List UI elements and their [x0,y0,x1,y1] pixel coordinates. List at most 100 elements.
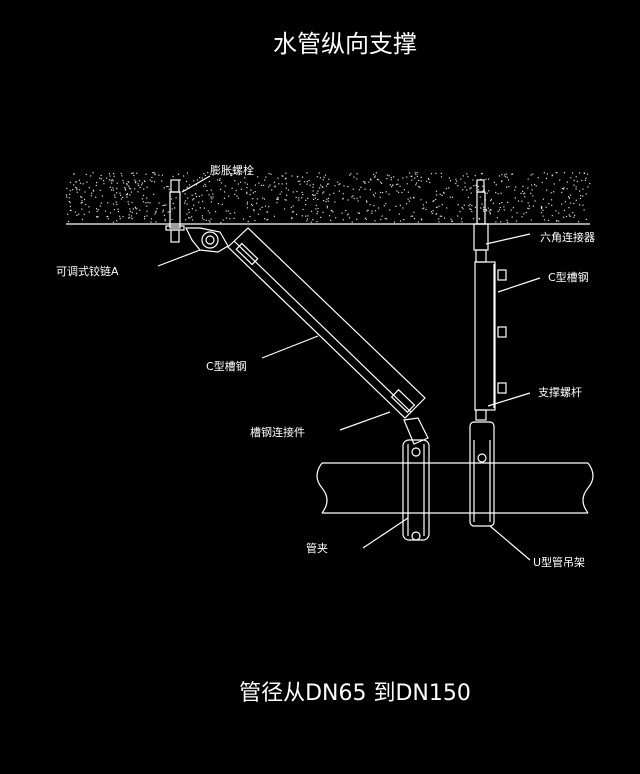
concrete-speckle [338,190,340,192]
concrete-speckle [325,200,327,203]
concrete-speckle [489,209,492,211]
concrete-speckle [68,200,70,203]
concrete-speckle [229,212,231,214]
concrete-speckle [78,213,80,215]
concrete-speckle [257,213,260,215]
concrete-speckle [550,199,553,201]
concrete-speckle [192,219,194,221]
concrete-speckle [528,205,530,207]
concrete-speckle [432,210,434,212]
concrete-speckle [568,214,570,216]
hex-connector-rod [473,179,489,263]
concrete-speckle [420,199,422,201]
concrete-speckle [584,179,586,181]
concrete-speckle [81,218,84,220]
concrete-speckle [489,213,491,215]
concrete-speckle [443,192,445,194]
concrete-speckle [203,173,205,175]
concrete-speckle [485,209,487,211]
concrete-speckle [161,180,163,182]
concrete-speckle [315,208,317,210]
concrete-speckle [469,188,471,190]
concrete-speckle [122,196,124,198]
concrete-speckle [390,179,392,181]
concrete-speckle [194,193,197,195]
concrete-speckle [91,192,93,194]
concrete-speckle [166,185,168,188]
concrete-speckle [521,200,523,202]
concrete-speckle [572,211,574,214]
concrete-speckle [328,215,331,217]
concrete-speckle [264,205,267,207]
concrete-speckle [299,180,301,182]
leader-lines [157,175,541,561]
label-adjustable-hinge: 可调式铰链A [56,264,119,278]
concrete-speckle [312,190,314,192]
concrete-speckle [365,218,367,220]
concrete-speckle [276,198,278,200]
concrete-speckle [136,172,138,174]
concrete-speckle [67,213,69,215]
concrete-speckle [265,176,267,178]
concrete-speckle [268,173,270,175]
concrete-speckle [274,186,276,188]
concrete-speckle [78,179,80,181]
concrete-speckle [342,197,344,199]
concrete-speckle [530,192,532,194]
concrete-speckle [187,197,189,199]
concrete-speckle [155,210,157,212]
concrete-speckle [193,204,195,206]
concrete-speckle [506,186,508,188]
concrete-speckle [230,175,232,177]
concrete-speckle [331,210,333,212]
concrete-speckle [172,175,174,177]
concrete-speckle [138,184,140,187]
concrete-speckle [374,210,377,212]
concrete-speckle [125,194,127,196]
concrete-speckle [585,177,587,179]
concrete-speckle [257,176,259,178]
concrete-speckle [556,172,558,174]
concrete-speckle [497,193,499,195]
concrete-speckle [287,189,289,191]
concrete-speckle [451,196,454,198]
concrete-speckle [475,184,477,186]
concrete-speckle [507,201,509,203]
concrete-speckle [201,217,203,219]
concrete-speckle [306,220,308,222]
concrete-speckle [527,207,529,209]
concrete-speckle [292,205,294,207]
concrete-speckle [551,174,554,176]
concrete-speckle [130,191,133,193]
concrete-speckle [319,177,321,179]
concrete-speckle [432,200,434,202]
concrete-speckle [262,197,264,199]
concrete-speckle [405,203,408,205]
concrete-speckle [205,185,207,187]
concrete-speckle [146,215,148,217]
concrete-speckle [162,211,164,213]
concrete-speckle [506,176,508,178]
concrete-speckle [301,215,303,217]
concrete-speckle [555,210,557,212]
vertical-c-channel [474,261,507,421]
concrete-speckle [85,203,87,206]
concrete-speckle [290,207,292,209]
concrete-speckle [79,182,82,184]
concrete-speckle [109,186,111,188]
concrete-speckle [134,179,136,181]
concrete-speckle [126,194,128,196]
concrete-speckle [117,208,119,210]
concrete-speckle [463,204,465,206]
concrete-speckle [99,189,101,191]
concrete-speckle [472,218,475,220]
concrete-speckle [583,209,585,211]
concrete-speckle [430,211,433,213]
concrete-speckle [244,177,246,179]
concrete-speckle [587,186,589,188]
concrete-speckle [448,177,450,179]
concrete-speckle [481,203,483,205]
concrete-speckle [392,184,394,186]
concrete-speckle [152,172,154,174]
concrete-speckle [582,188,584,190]
